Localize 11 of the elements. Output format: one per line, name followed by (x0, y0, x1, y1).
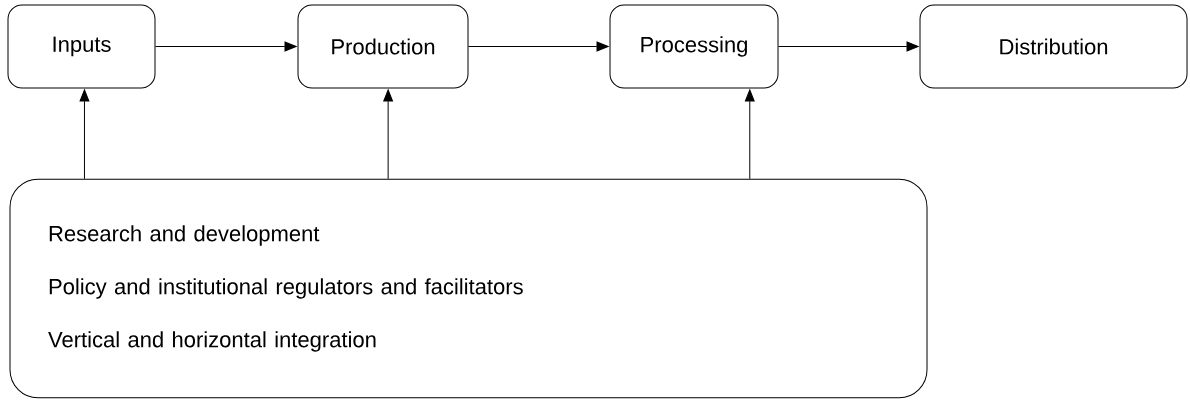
arrow (79, 89, 90, 180)
process-box: Processing (609, 4, 779, 89)
process-box: Distribution (919, 4, 1188, 89)
arrow (155, 41, 297, 52)
arrow (468, 41, 609, 52)
process-box: Production (297, 4, 469, 89)
arrow (383, 89, 394, 180)
arrow (778, 41, 919, 52)
arrow (744, 89, 755, 180)
group-box: Research and development Policy and institutional regulators and facilitators Vertical and horizontal integration (9, 178, 928, 399)
process-box: Inputs (7, 4, 156, 89)
